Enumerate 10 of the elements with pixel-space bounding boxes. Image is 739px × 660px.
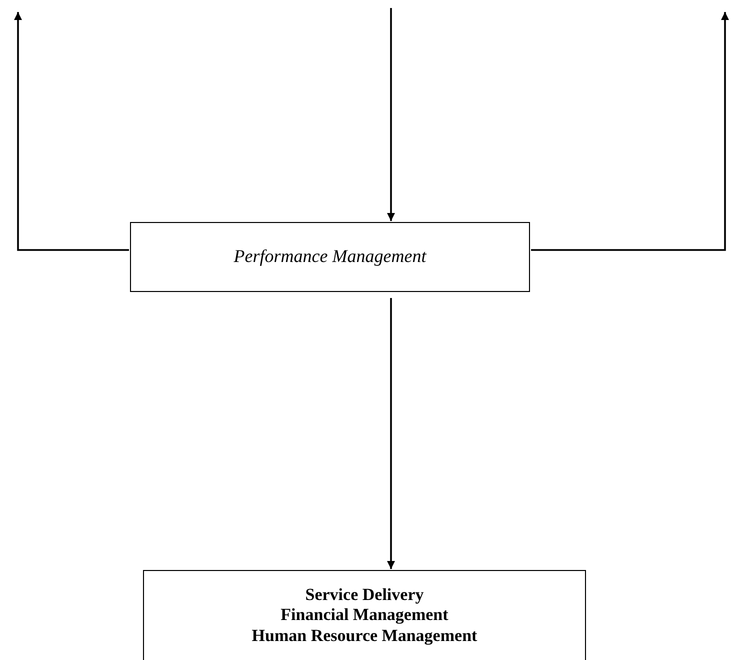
node-text: Human Resource Management	[252, 626, 478, 646]
process-box	[143, 570, 586, 660]
node-text: Service Delivery	[305, 585, 424, 606]
node-text: Performance Management	[234, 246, 426, 268]
arrow	[531, 12, 729, 251]
arrow	[387, 8, 395, 221]
node-text: Financial Management	[280, 605, 448, 626]
arrow	[14, 12, 129, 251]
process-box	[130, 222, 530, 292]
arrow	[387, 298, 395, 569]
